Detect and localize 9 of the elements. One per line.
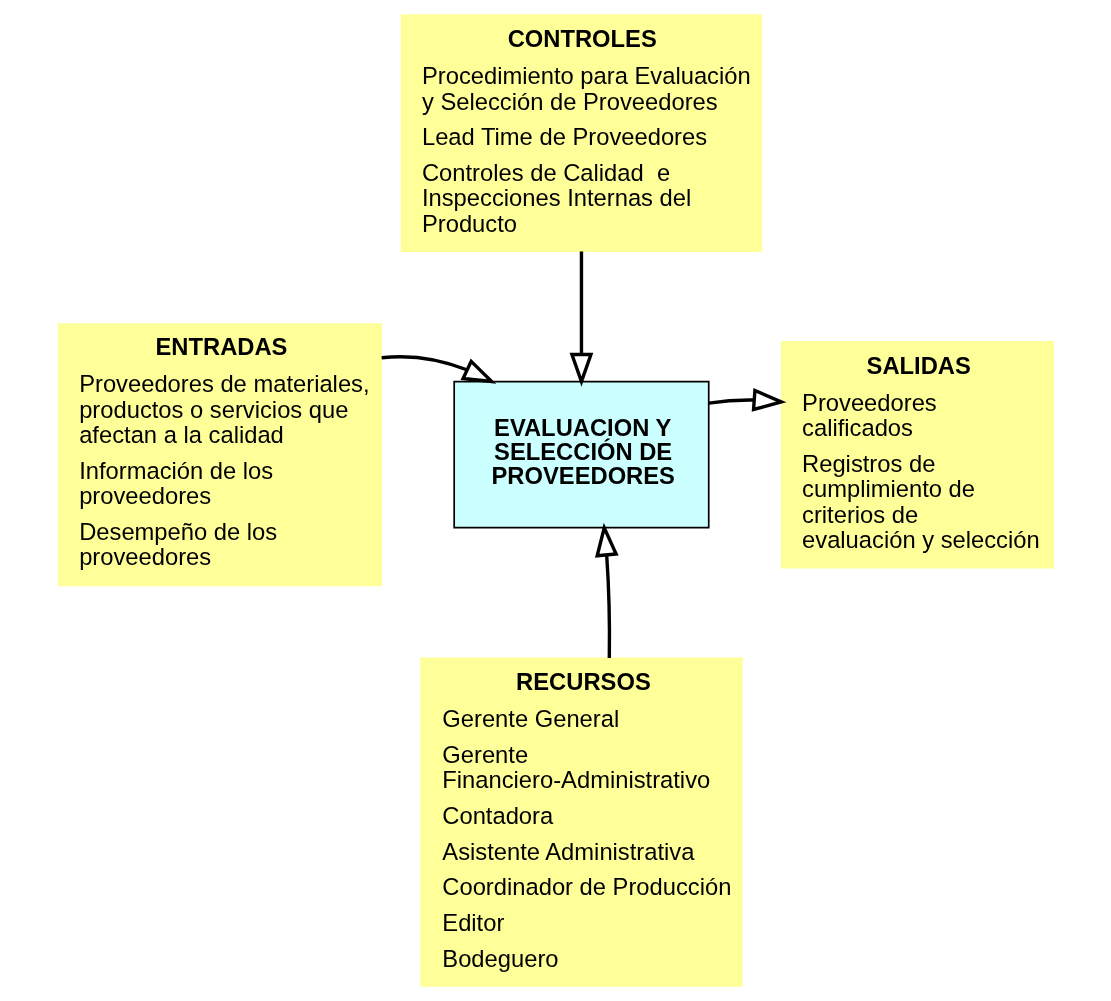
arrow bbox=[594, 522, 619, 658]
node-box: SALIDAS Proveedores calificados Registros de cumplimiento de criterios de evaluación y selección bbox=[780, 340, 1054, 569]
arrow bbox=[569, 251, 593, 387]
node-box: CONTROLES Procedimiento para Evaluación y Selección de Proveedores Lead Time de Proveedores Controles de Calidad e Inspecciones Internas del Producto bbox=[400, 14, 762, 252]
arrow bbox=[708, 388, 786, 412]
arrow bbox=[381, 355, 496, 384]
node-box: EVALUACION Y SELECCIÓN DE PROVEEDORES bbox=[452, 380, 710, 529]
node-box: RECURSOS Gerente General Gerente Financiero-Administrativo Contadora Asistente Administrativa Coordinador de Producción Editor Bodeguero bbox=[419, 657, 743, 987]
node-box: ENTRADAS Proveedores de materiales, productos o servicios que afectan a la calidad Información de los proveedores Desempeño de los proveedores bbox=[57, 323, 382, 587]
